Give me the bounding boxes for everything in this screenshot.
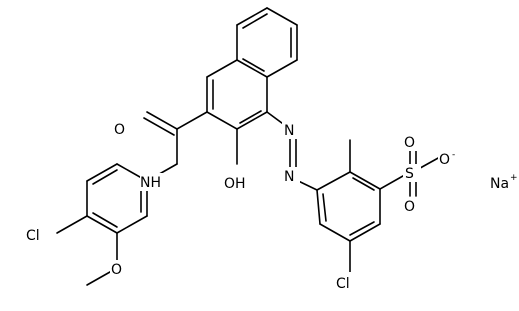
bond [206, 59, 238, 78]
atom-labels: O NH OH N N Cl O S O O O - Cl Na + [26, 122, 518, 292]
sulfonate-charge-label: - [452, 150, 455, 160]
carbonyl-oxygen-label: O [114, 122, 125, 138]
bond [349, 221, 375, 236]
methoxy-oxygen-label: O [111, 262, 122, 278]
bond [322, 193, 327, 222]
bond [146, 111, 178, 130]
bond [92, 169, 118, 185]
bond [316, 171, 351, 191]
bond [242, 58, 265, 72]
bond [206, 111, 238, 130]
bond [143, 117, 175, 136]
bond [56, 215, 88, 234]
bond [92, 212, 118, 228]
chloro-left-label: Cl [26, 228, 40, 244]
sodium-charge-label: + [510, 173, 518, 183]
atom-label-backgrounds [25, 120, 456, 290]
sodium-label: Na [490, 176, 509, 192]
hydroxyl-label: OH [224, 176, 246, 192]
bond [86, 215, 118, 234]
bond [239, 110, 262, 124]
bond [349, 171, 381, 190]
azo-nitrogen-2-label: N [284, 169, 294, 185]
sulfonyl-oxygen-top-label: O [404, 135, 415, 151]
bond [266, 7, 298, 26]
bond [352, 177, 375, 191]
bond [236, 7, 268, 26]
bond [266, 59, 298, 78]
bond [116, 215, 148, 234]
bond [319, 223, 351, 242]
chloro-right-label: Cl [336, 276, 350, 292]
amide-nh-label: NH [140, 175, 161, 191]
sulfur-label: S [405, 166, 414, 182]
bond-network [56, 7, 441, 286]
sulfonyl-oxygen-bottom-label: O [404, 199, 415, 215]
bond [242, 13, 268, 29]
bond [176, 111, 208, 130]
bond [236, 59, 268, 78]
bond [316, 189, 321, 225]
bond [349, 223, 381, 242]
sulfonate-oxygen-label: O [439, 152, 450, 168]
bond [236, 111, 268, 130]
azo-nitrogen-1-label: N [284, 123, 294, 139]
bond [86, 163, 118, 182]
